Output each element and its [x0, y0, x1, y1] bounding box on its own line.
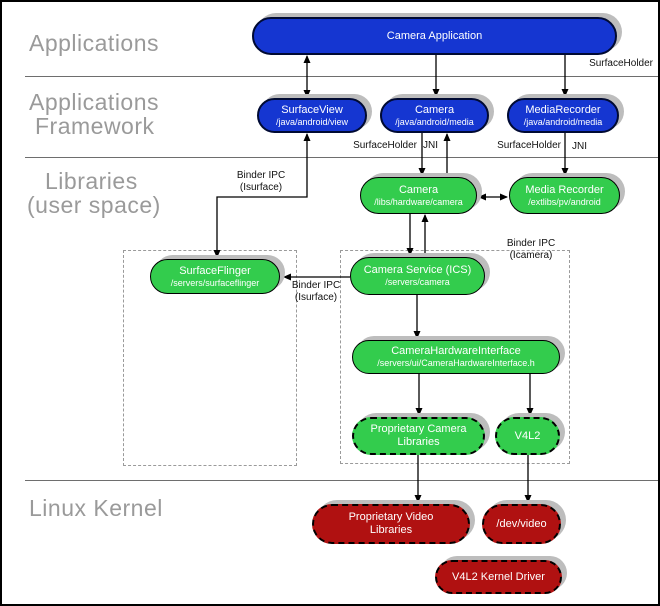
- node-v4l2-kernel-driver: V4L2 Kernel Driver: [435, 560, 562, 594]
- node-title: Camera: [414, 103, 455, 116]
- node-surfaceview: SurfaceView /java/android/view: [257, 98, 367, 133]
- layer-label-libraries-line1: Libraries: [45, 168, 138, 194]
- node-path: /libs/hardware/camera: [374, 196, 463, 207]
- node-title: SurfaceView: [281, 103, 343, 116]
- node-camera-hardware-interface: CameraHardwareInterface /servers/ui/Came…: [352, 340, 560, 374]
- node-title: Proprietary Camera Libraries: [370, 423, 467, 448]
- node-title: Camera: [398, 183, 439, 196]
- node-title: Camera Service (ICS): [363, 264, 472, 276]
- node-path: /java/android/media: [523, 116, 603, 127]
- connector-surfaceview-surfaceflinger: [213, 133, 311, 258]
- connector-cameralib-camerajava-up: [443, 133, 451, 177]
- node-camera-application: Camera Application: [252, 17, 617, 55]
- label-line: Binder IPC: [291, 280, 341, 291]
- cameraservice-process-boundary: [340, 250, 570, 464]
- divider-applications: [25, 76, 658, 77]
- label-binder-ipc-icamera: Binder IPC (Icamera): [498, 238, 564, 262]
- label-jni-camera: JNI: [423, 140, 438, 151]
- divider-framework: [25, 157, 658, 158]
- node-title: V4L2: [514, 429, 541, 442]
- label-line: (Icamera): [509, 250, 553, 261]
- connector-mediarecorderjava-mediarecorderlib: [561, 133, 569, 176]
- label-surfaceholder-mediarecorder: SurfaceHolder: [497, 140, 561, 151]
- node-title: Proprietary Video Libraries: [348, 511, 434, 536]
- connector-cameralib-mediarecorderlib: [478, 193, 508, 201]
- node-path: /java/android/media: [395, 116, 474, 127]
- node-path: /servers/surfaceflinger: [170, 277, 260, 288]
- node-title: Camera Application: [386, 29, 483, 42]
- node-mediarecorder-java: MediaRecorder /java/android/media: [507, 98, 619, 133]
- node-title: CameraHardwareInterface: [391, 345, 521, 357]
- node-surfaceflinger: SurfaceFlinger /servers/surfaceflinger: [150, 259, 280, 294]
- node-proprietary-camera-libraries: Proprietary Camera Libraries: [352, 417, 485, 455]
- layer-label-libraries-line2: (user space): [27, 192, 161, 218]
- node-camera-lib: Camera /libs/hardware/camera: [360, 177, 477, 214]
- label-jni-mediarecorder: JNI: [572, 141, 587, 152]
- label-line: (Isurface): [294, 292, 338, 303]
- node-proprietary-video-libraries: Proprietary Video Libraries: [312, 504, 470, 544]
- label-line: Binder IPC: [236, 170, 286, 181]
- node-path: /extlibs/pv/android: [528, 196, 601, 207]
- label-binder-ipc-isurface-1: Binder IPC (Isurface): [224, 170, 298, 194]
- layer-label-framework-line2: Framework: [35, 113, 155, 139]
- node-title: MediaRecorder: [525, 103, 601, 116]
- node-path: /java/android/view: [275, 116, 349, 127]
- node-title: V4L2 Kernel Driver: [452, 570, 545, 583]
- node-dev-video: /dev/video: [482, 504, 561, 544]
- node-v4l2: V4L2: [495, 417, 560, 455]
- node-path: /servers/camera: [385, 277, 450, 287]
- node-mediarecorder-lib: Media Recorder /extlibs/pv/android: [509, 177, 620, 214]
- node-camera-java: Camera /java/android/media: [380, 98, 489, 133]
- node-title: Media Recorder: [525, 183, 604, 196]
- node-title: /dev/video: [496, 517, 547, 530]
- layer-label-framework-line1: Applications: [29, 89, 160, 115]
- node-title: SurfaceFlinger: [179, 264, 251, 277]
- surfaceflinger-process-boundary: [123, 250, 297, 466]
- label-surfaceholder-top: SurfaceHolder: [589, 58, 653, 69]
- layer-label-kernel: Linux Kernel: [29, 495, 163, 521]
- node-path: /servers/ui/CameraHardwareInterface.h: [377, 358, 535, 368]
- label-line: Binder IPC: [506, 238, 556, 249]
- label-surfaceholder-camera: SurfaceHolder: [353, 140, 417, 151]
- node-camera-service: Camera Service (ICS) /servers/camera: [350, 257, 485, 295]
- label-binder-ipc-isurface-2: Binder IPC (Isurface): [284, 280, 348, 304]
- divider-libraries: [25, 480, 658, 481]
- label-line: (Isurface): [239, 182, 283, 193]
- layer-label-applications: Applications: [29, 30, 160, 56]
